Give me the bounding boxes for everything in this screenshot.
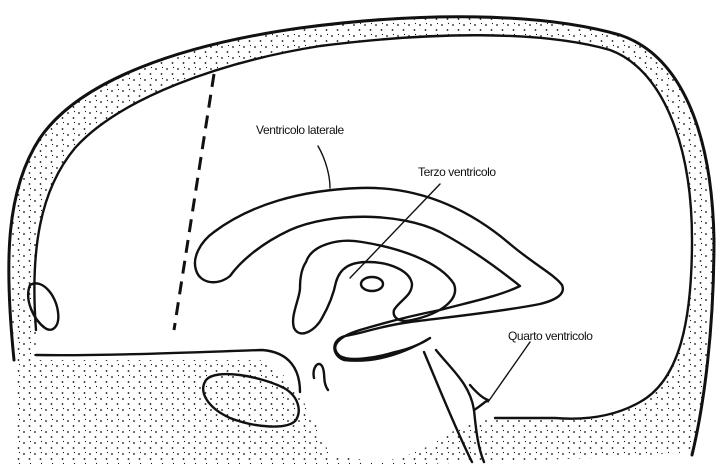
third-ventricle-leader [350, 184, 440, 278]
label-fourth-ventricle: Quarto ventricolo [508, 329, 593, 343]
pituitary-process [314, 364, 328, 390]
skull-bone [9, 17, 714, 464]
label-lateral-ventricle: Ventricolo laterale [256, 123, 345, 137]
lateral-ventricle-leader [318, 146, 330, 188]
label-third-ventricle: Terzo ventricolo [418, 165, 496, 179]
section-plane-line [174, 74, 214, 330]
fourth-ventricle-leader [488, 342, 530, 402]
interthalamic-adhesion [361, 277, 383, 291]
